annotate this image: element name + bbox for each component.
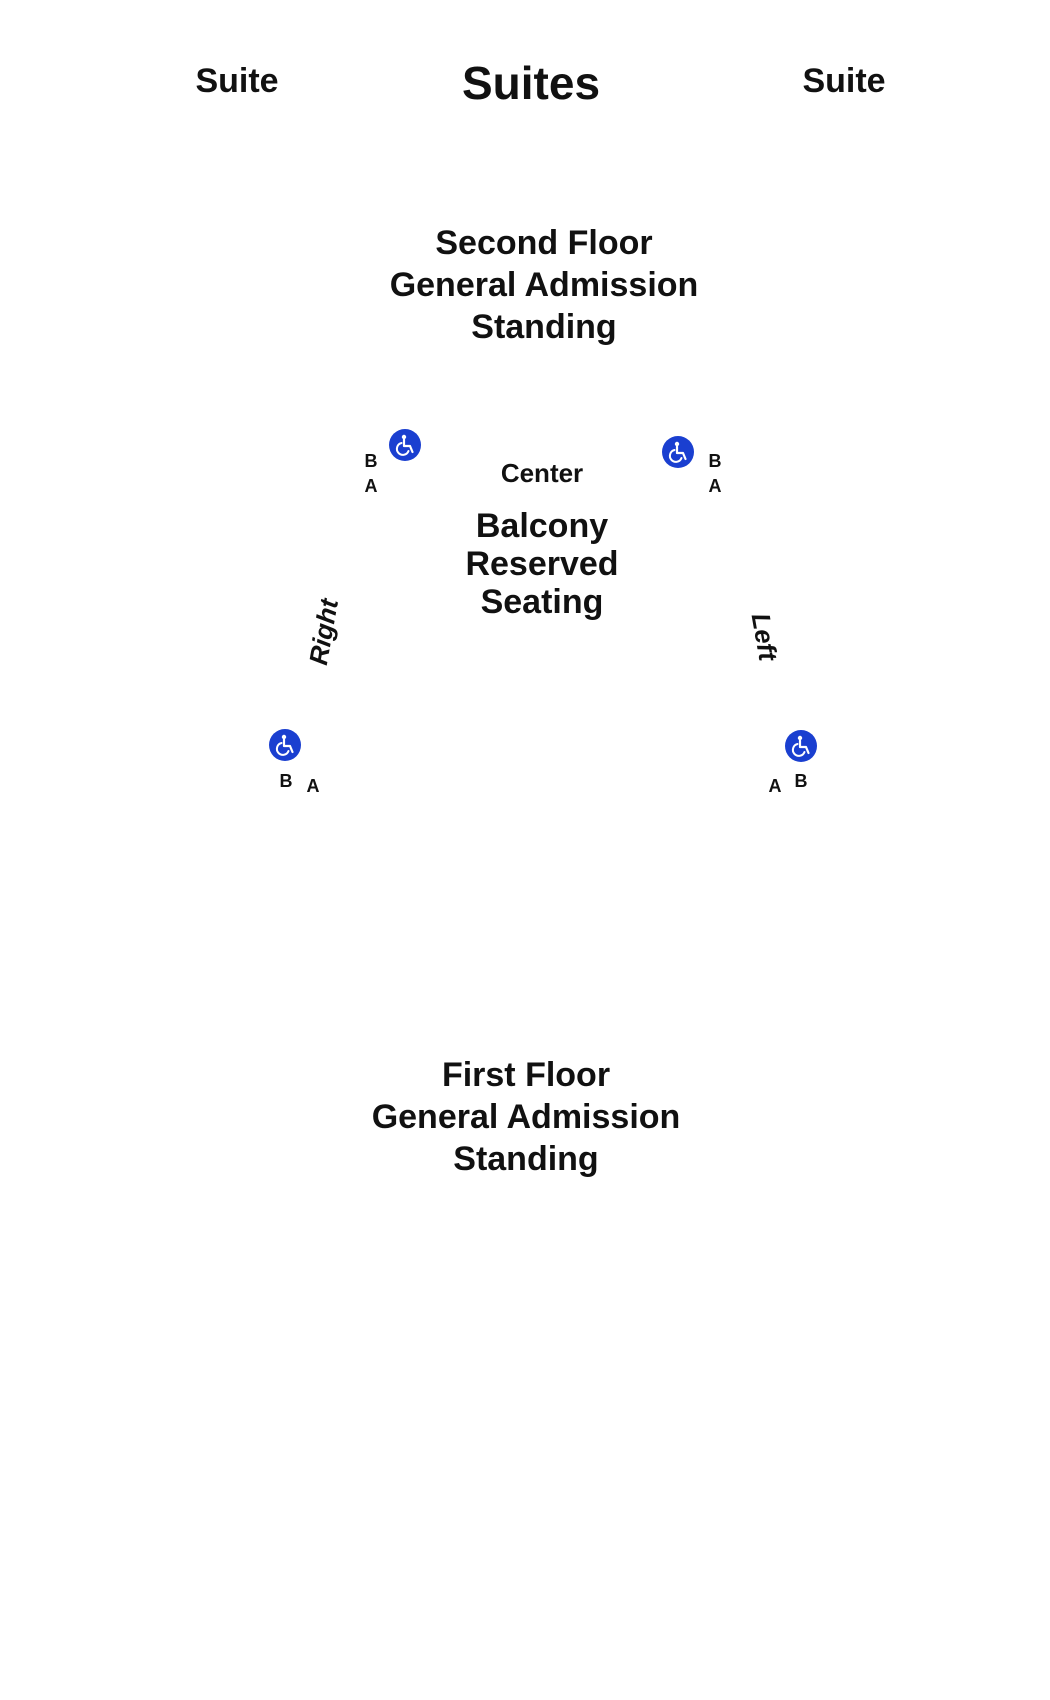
wheelchair-icon[interactable] <box>785 730 817 762</box>
wheelchair-icon[interactable] <box>662 436 694 468</box>
right-section-label[interactable]: Right <box>302 596 345 668</box>
row-b-label: B <box>279 771 293 791</box>
balcony-section[interactable]: Balcony Reserved Seating <box>465 507 618 621</box>
wheelchair-icon[interactable] <box>389 429 421 461</box>
first-floor-admission: General Admission <box>371 1098 681 1136</box>
balcony-reserved: Reserved <box>465 545 619 583</box>
suites-title[interactable]: Suites <box>461 57 601 109</box>
row-a-label: A <box>364 476 378 496</box>
first-floor-title: First Floor <box>441 1056 611 1094</box>
row-b-label: B <box>708 451 722 471</box>
row-b-label: B <box>364 451 378 471</box>
suite-right-label[interactable]: Suite <box>802 62 886 100</box>
row-a-label: A <box>708 476 722 496</box>
first-floor-section[interactable]: First Floor General Admission Standing <box>372 1054 681 1180</box>
second-floor-admission: General Admission <box>389 266 699 304</box>
second-floor-standing: Standing <box>471 308 617 346</box>
balcony-seating: Seating <box>480 583 604 621</box>
balcony-title: Balcony <box>475 507 609 545</box>
wheelchair-icon[interactable] <box>269 729 301 761</box>
center-section-label[interactable]: Center <box>500 458 584 488</box>
row-b-label: B <box>794 771 808 791</box>
row-a-label: A <box>306 776 320 796</box>
second-floor-title: Second Floor <box>435 224 653 262</box>
left-section-label[interactable]: Left <box>745 610 784 663</box>
suite-left-label[interactable]: Suite <box>195 62 279 100</box>
first-floor-standing: Standing <box>453 1140 599 1178</box>
second-floor-section[interactable]: Second Floor General Admission Standing <box>390 222 699 348</box>
row-a-label: A <box>768 776 782 796</box>
